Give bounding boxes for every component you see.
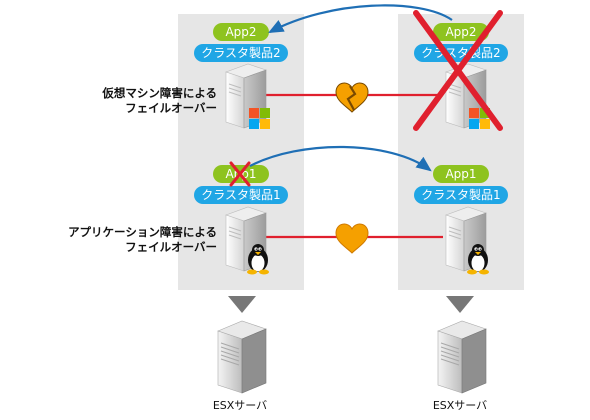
vm-failure-label-line1: 仮想マシン障害による [102, 86, 217, 100]
app-failure-label-line1: アプリケーション障害による [68, 225, 217, 239]
left-app2-pill: App2 [213, 23, 269, 41]
right-product2-pill: クラスタ製品2 [414, 44, 508, 62]
left-app1-pill: App1 [213, 165, 269, 183]
broken-heart-icon [335, 82, 369, 113]
right-down-triangle-icon [446, 296, 474, 313]
vm-failure-label: 仮想マシン障害による フェイルオーバー [102, 86, 217, 116]
right-app1-pill: App1 [433, 165, 489, 183]
app-failure-label-line2: フェイルオーバー [125, 240, 217, 254]
left-down-triangle-icon [228, 296, 256, 313]
right-app2-pill: App2 [433, 23, 489, 41]
heart-icon [335, 223, 369, 254]
vm-failure-label-line2: フェイルオーバー [125, 101, 217, 115]
left-product2-pill: クラスタ製品2 [194, 44, 288, 62]
right-product1-pill: クラスタ製品1 [414, 186, 508, 204]
left-product1-pill: クラスタ製品1 [194, 186, 288, 204]
left-esx-server-icon [217, 320, 267, 394]
app-failure-label: アプリケーション障害による フェイルオーバー [68, 225, 217, 255]
left-esx-label: ESXサーバ [212, 399, 268, 412]
right-esx-label: ESXサーバ [432, 399, 488, 412]
right-esx-server-icon [437, 320, 487, 394]
